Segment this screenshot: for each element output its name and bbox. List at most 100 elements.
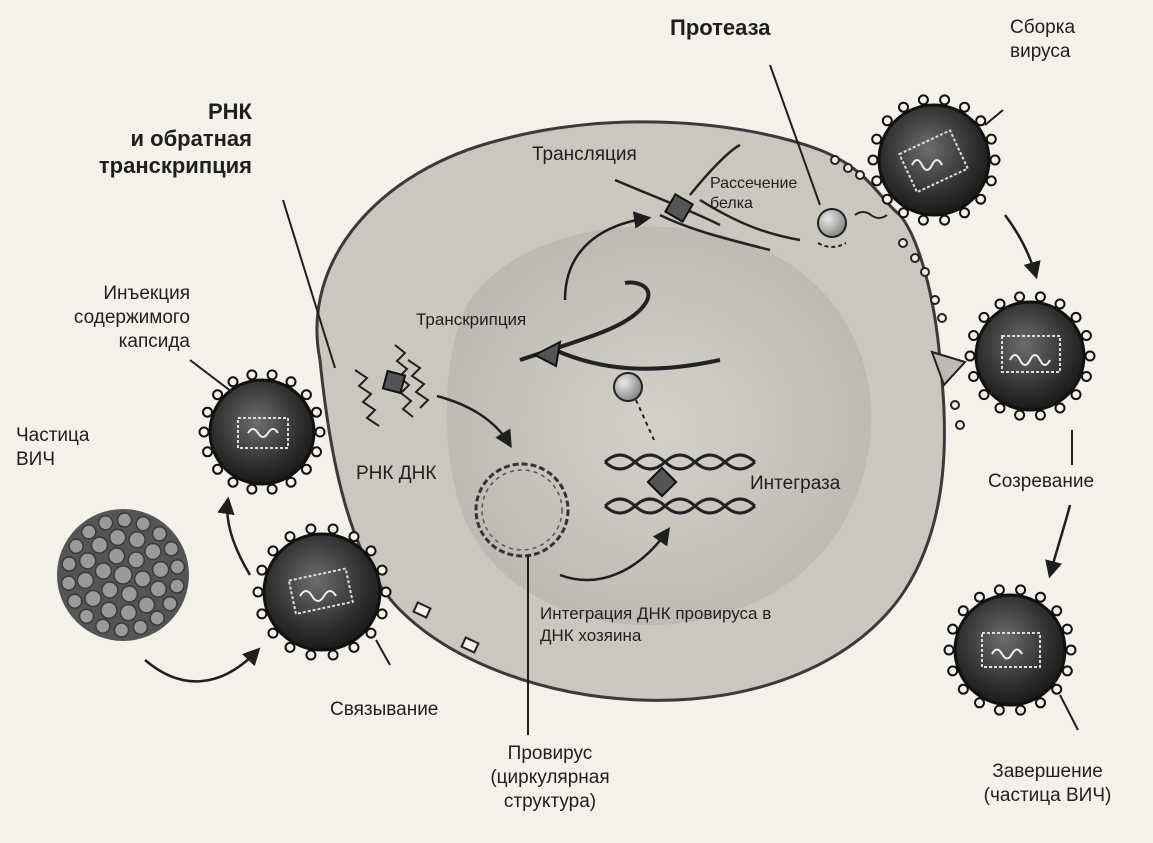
virion-spike: [883, 195, 892, 204]
virion-spike: [306, 525, 315, 534]
protease-ball: [818, 209, 846, 237]
virion-spike: [945, 646, 954, 655]
virion-spike: [287, 478, 296, 487]
label-assembly-line2: вируса: [1010, 40, 1075, 64]
label-injection-line3: капсида: [20, 330, 190, 354]
virion-spike: [306, 651, 315, 660]
capsid-protein: [136, 517, 150, 531]
capsid-protein: [153, 527, 167, 541]
label-integration-line2: ДНК хозяина: [540, 625, 771, 647]
virion-spike: [257, 609, 266, 618]
reverse-transcriptase: [383, 371, 405, 393]
virion-spike: [987, 176, 996, 185]
label-integrase: Интеграза: [750, 472, 840, 496]
virion-spike: [919, 216, 928, 225]
capsid-protein: [139, 597, 155, 613]
virion-spike: [367, 629, 376, 638]
virion-spike: [1036, 292, 1045, 301]
capsid-protein: [121, 586, 137, 602]
label-injection-line2: содержимого: [20, 306, 190, 330]
capsid-protein: [77, 572, 93, 588]
label-hiv-particle: Частица ВИЧ: [16, 424, 90, 472]
virion-spike: [302, 465, 311, 474]
virion-spike: [969, 372, 978, 381]
capsid-protein: [145, 544, 161, 560]
label-binding: Связывание: [330, 698, 438, 722]
virion-spike: [940, 216, 949, 225]
virion-spike: [975, 698, 984, 707]
virion-spike: [312, 408, 321, 417]
capsid-protein: [128, 552, 144, 568]
virion-spike: [286, 643, 295, 652]
virion-completion: [955, 595, 1065, 705]
virion-spike: [1082, 372, 1091, 381]
virion-spike: [883, 116, 892, 125]
capsid-protein: [150, 581, 166, 597]
capsid-protein: [170, 579, 184, 593]
virion-spike: [996, 404, 1005, 413]
capsid-protein: [92, 537, 108, 553]
virion-maturation: [976, 302, 1084, 410]
capsid-protein: [62, 557, 76, 571]
virion-spike: [1036, 411, 1045, 420]
label-cleavage-line2: белка: [710, 194, 797, 214]
capsid-protein: [120, 605, 136, 621]
virion-spike: [969, 331, 978, 340]
label-maturation: Созревание: [988, 470, 1094, 494]
virion-spike: [287, 377, 296, 386]
virion-spike: [1056, 300, 1065, 309]
virion-spike: [980, 390, 989, 399]
virion-spike: [960, 208, 969, 217]
capsid-protein: [69, 539, 83, 553]
virion-spike: [367, 546, 376, 555]
label-integration-line1: Интеграция ДНК провируса в: [540, 603, 771, 625]
virion-spike: [1086, 352, 1095, 361]
label-cleavage-line1: Рассечение: [710, 174, 797, 194]
virion-spike: [1016, 585, 1025, 594]
capsid-protein: [101, 602, 117, 618]
virion-spike: [350, 643, 359, 652]
label-provirus-line2: (циркулярная: [455, 766, 645, 790]
virion-spike: [378, 609, 387, 618]
virion-spike: [1063, 666, 1072, 675]
virion-spike: [1072, 313, 1081, 322]
virion-spike: [976, 195, 985, 204]
label-injection: Инъекция содержимого капсида: [20, 282, 190, 354]
capsid-protein: [62, 576, 76, 590]
virion-spike: [959, 685, 968, 694]
virion-spike: [329, 651, 338, 660]
virion-binding: [264, 534, 380, 650]
capsid-protein: [110, 529, 126, 545]
virion-spike: [1036, 593, 1045, 602]
virion-spike: [995, 585, 1004, 594]
virion-spike: [269, 629, 278, 638]
virion-spike: [200, 428, 209, 437]
virion-spike: [1036, 698, 1045, 707]
virion-spike: [959, 606, 968, 615]
virion-injection: [210, 380, 314, 484]
label-assembly: Сборка вируса: [1010, 16, 1075, 64]
label-rna-line3: транскрипция: [62, 152, 252, 179]
virion-spike: [1067, 646, 1076, 655]
virion-spike: [312, 447, 321, 456]
label-transcription: Транскрипция: [416, 308, 526, 332]
label-translation: Трансляция: [532, 143, 637, 167]
capsid-protein: [85, 591, 101, 607]
virion-spike: [329, 525, 338, 534]
virion-spike: [899, 208, 908, 217]
virion-spike: [268, 485, 277, 494]
label-rna-line2: и обратная: [62, 125, 252, 152]
capsid-protein: [163, 597, 177, 611]
virion-spike: [869, 156, 878, 165]
capsid-protein: [96, 619, 110, 633]
virion-spike: [203, 447, 212, 456]
nucleus: [447, 227, 871, 626]
virion-spike: [1015, 292, 1024, 301]
virion-spike: [378, 566, 387, 575]
virion-spike: [257, 566, 266, 575]
virion-spike: [872, 135, 881, 144]
label-rna-line1: РНК: [62, 98, 252, 125]
virion-spike: [919, 95, 928, 104]
virion-spike: [1015, 411, 1024, 420]
label-injection-line1: Инъекция: [20, 282, 190, 306]
